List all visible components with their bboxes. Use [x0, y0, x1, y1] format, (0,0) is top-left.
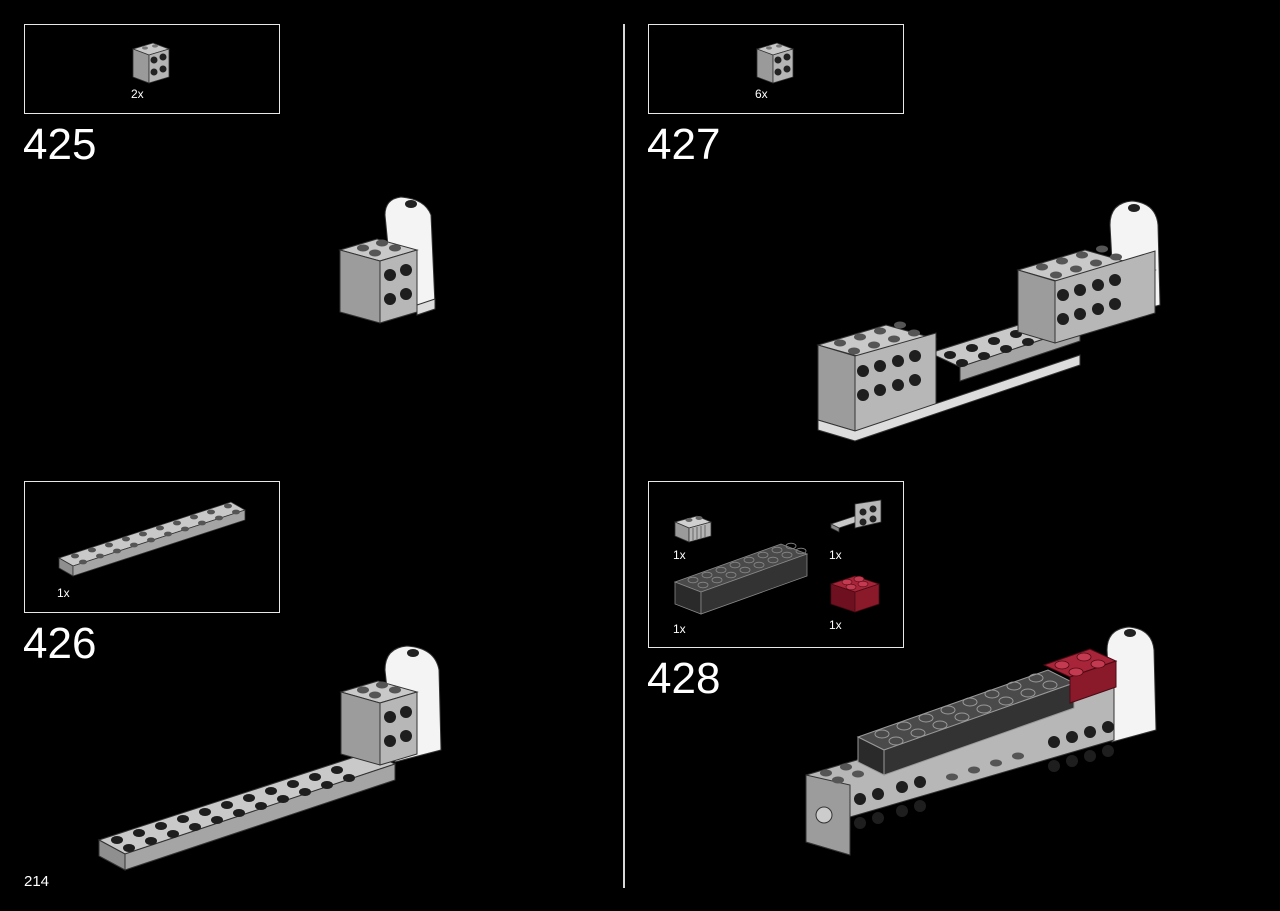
- parts-box-step-427: 6x: [648, 24, 904, 114]
- parts-box-step-428: 1x 1x 1x 1x: [648, 481, 904, 648]
- step-425-model-illustration: [338, 196, 436, 324]
- step-428-model-illustration: [805, 626, 1157, 856]
- step-427-model-illustration: [816, 200, 1161, 442]
- step-number: 425: [23, 120, 97, 169]
- part-qty: 6x: [755, 87, 768, 101]
- part-qty: 1x: [57, 586, 70, 600]
- page-divider: [623, 24, 625, 888]
- step-number: 427: [647, 120, 721, 169]
- part-qty: 2x: [131, 87, 144, 101]
- bracket-icon: [829, 499, 882, 533]
- grille-tile-icon: [673, 515, 713, 543]
- part-qty: 1x: [829, 618, 842, 632]
- part-qty: 1x: [673, 622, 686, 636]
- brick-1x2x2-with-studs-on-side-icon: [755, 42, 795, 84]
- part-qty: 1x: [673, 548, 686, 562]
- step-number: 426: [23, 619, 97, 668]
- step-number: 428: [647, 654, 721, 703]
- parts-box-step-426: 1x: [24, 481, 280, 613]
- plate-2x10-icon: [58, 501, 246, 577]
- part-qty: 1x: [829, 548, 842, 562]
- brick-2x8-icon: [673, 542, 809, 615]
- brick-2x2-icon: [829, 575, 881, 613]
- parts-box-step-425: 2x: [24, 24, 280, 114]
- step-426-model-illustration: [97, 645, 442, 871]
- brick-1x2x2-with-studs-on-side-icon: [131, 42, 171, 84]
- page-number: 214: [24, 873, 50, 890]
